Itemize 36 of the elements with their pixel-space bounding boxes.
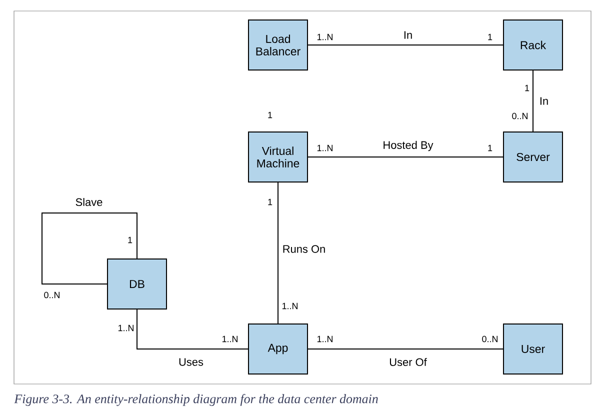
cardinality-label: 1 [268,112,272,118]
relationship-line [532,70,534,132]
cardinality-label: 0..N [482,336,498,342]
entity-box: Virtual Machine [248,132,308,182]
edge-label: Uses [179,358,204,366]
edge-label: Hosted By [384,140,434,152]
figure-caption: Figure 3-3. An entity-relationship diagram for the data center domain [14,394,378,406]
cardinality-label: 1 [525,84,530,92]
relationship-line [136,309,248,350]
relationship-line [308,156,504,158]
cardinality-label: 1..N [222,336,238,342]
cardinality-label: 1 [488,144,492,152]
cardinality-label: 0..N [512,112,528,120]
cardinality-label: 1..N [282,302,298,310]
relationship-line [308,44,504,46]
entity-box: Load Balancer [248,20,308,70]
cardinality-label: 1 [128,236,132,244]
edge-label: User Of [390,358,427,366]
cardinality-label: 1 [488,34,492,40]
cardinality-label: 1..N [317,34,332,40]
cardinality-label: 1..N [317,336,332,342]
edge-label: Runs On [283,245,325,253]
cardinality-label: 0..N [44,292,60,298]
edge-label: In [404,31,412,39]
entity-box: App [248,324,308,374]
entity-box: User [503,324,563,374]
cardinality-label: 1..N [118,324,134,332]
cardinality-label: 1..N [317,144,332,152]
cardinality-label: 1 [268,198,272,206]
relationship-line [308,348,504,350]
edge-label: Slave [76,198,102,206]
entity-box: Rack [503,20,563,70]
relationship-line [42,212,138,284]
edge-label: In [540,97,548,105]
entity-box: Server [503,132,563,182]
entity-box: DB [107,258,167,310]
